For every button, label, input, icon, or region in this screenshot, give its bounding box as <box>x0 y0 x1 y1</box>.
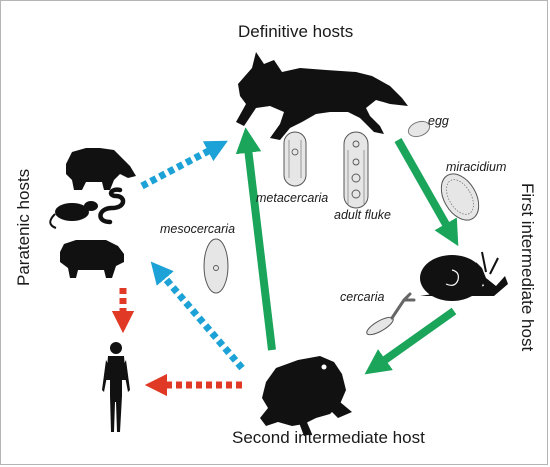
human-icon <box>102 342 130 432</box>
snail-shell-spiral <box>445 269 459 286</box>
fox-icon <box>236 52 408 140</box>
paratenic-hosts-label: Paratenic hosts <box>14 168 33 286</box>
arrow-frog-to-fox <box>235 127 276 351</box>
second-intermediate-host-label: Second intermediate host <box>232 428 425 447</box>
snail-icon <box>420 251 508 301</box>
egg-icon <box>407 120 431 138</box>
egg-label: egg <box>428 114 449 128</box>
metacercaria-icon <box>283 131 307 187</box>
cercaria-icon <box>366 292 416 336</box>
miracidium-icon <box>440 173 480 221</box>
arrow-snail-to-frog <box>364 307 457 375</box>
metacercaria-label: metacercaria <box>256 191 329 205</box>
mesocercaria-icon <box>203 238 229 294</box>
pig-icon <box>60 240 124 278</box>
definitive-hosts-label: Definitive hosts <box>238 22 354 41</box>
arrow-fox-to-snail <box>394 138 459 247</box>
adult-fluke-label: adult fluke <box>334 208 391 222</box>
rat-icon <box>49 201 98 229</box>
miracidium-label: miracidium <box>446 160 507 174</box>
first-intermediate-host-label: First intermediate host <box>518 183 537 352</box>
adult-fluke-icon <box>343 131 369 209</box>
snake-icon <box>98 187 126 225</box>
arrow-paratenic-to-fox <box>140 140 228 190</box>
frog-eye <box>321 364 327 370</box>
boar-icon <box>66 148 136 190</box>
mesocercaria-label: mesocercaria <box>160 222 236 236</box>
frog-icon <box>260 356 352 436</box>
arrow-frog-to-paratenic <box>150 261 245 371</box>
cercaria-label: cercaria <box>340 290 385 304</box>
